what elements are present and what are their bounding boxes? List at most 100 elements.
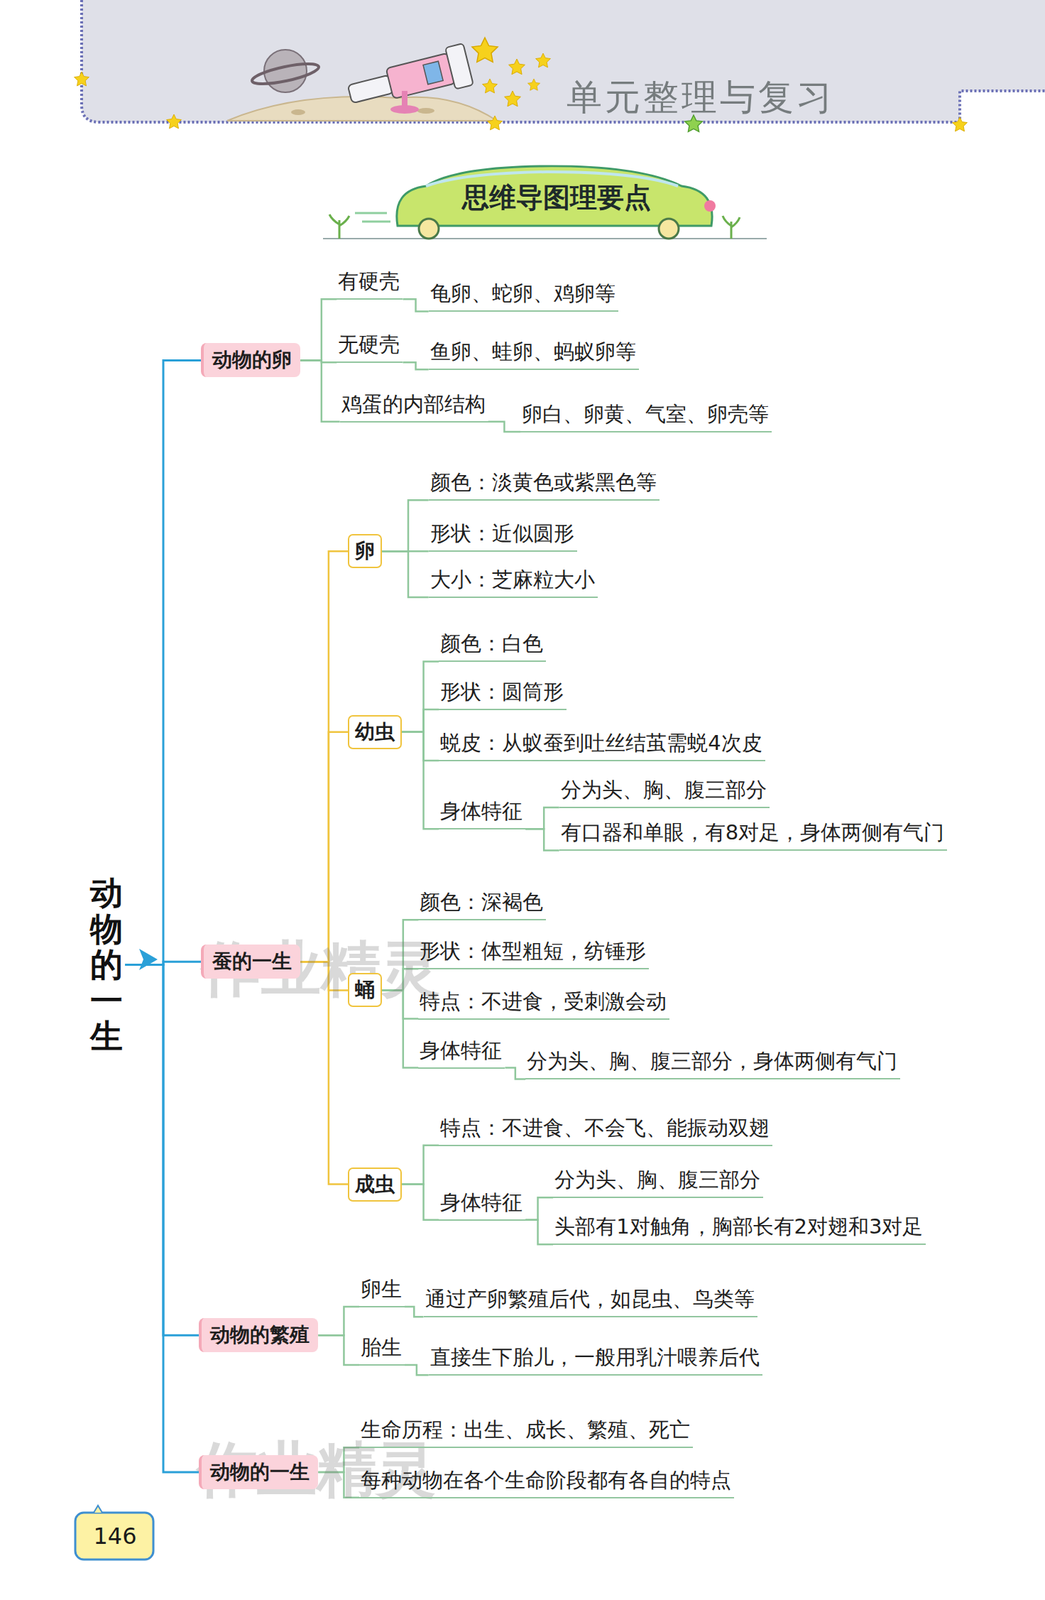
node-text: 身体特征 — [419, 1036, 502, 1065]
branch-box: 动物的繁殖 — [198, 1317, 319, 1352]
leaf-text: 分为头、胸、腹三部分，身体两侧有气门 — [525, 1047, 901, 1080]
node-text: 特点：不进食、不会飞、能振动双翅 — [440, 1113, 770, 1143]
branch-line — [300, 550, 348, 962]
node-text: 通过产卵繁殖后代，如昆虫、鸟类等 — [425, 1284, 755, 1314]
leaf-text: 卵白、卵黄、气室、卵壳等 — [520, 400, 772, 433]
node-text: 颜色：深褐色 — [419, 888, 544, 917]
stage-box: 幼虫 — [347, 714, 402, 749]
page-number: 146 — [92, 1522, 137, 1550]
leaf-text: 卵生 — [359, 1275, 405, 1307]
branch-line — [125, 964, 200, 1471]
leaf-text: 胎生 — [359, 1333, 405, 1366]
node-text: 动物的一生 — [90, 874, 123, 1055]
node-text: 动物的一生 — [210, 1458, 310, 1486]
leaf-text: 有口器和单眼，有8对足，身体两侧有气门 — [559, 818, 948, 851]
branch-line — [404, 1364, 429, 1375]
leaf-text: 头部有1对触角，胸部长有2对翅和3对足 — [553, 1212, 926, 1245]
branch-line — [402, 298, 429, 311]
branch-line — [404, 1306, 424, 1317]
branch-line — [402, 362, 429, 370]
leaf-text: 身体特征 — [438, 797, 526, 830]
leaf-text: 分为头、胸、腹三部分 — [553, 1165, 764, 1198]
branch-line — [401, 1184, 439, 1220]
branch-line — [318, 1306, 360, 1335]
planet — [250, 49, 321, 93]
node-text: 颜色：白色 — [440, 629, 544, 659]
stage-box: 蛹 — [347, 972, 382, 1007]
branch-box: 蚕的一生 — [200, 944, 301, 979]
branch-line — [525, 1196, 554, 1220]
node-text: 幼虫 — [354, 718, 395, 746]
leaf-text: 大小：芝麻粒大小 — [428, 565, 598, 598]
branch-line — [300, 298, 337, 360]
node-text: 大小：芝麻粒大小 — [430, 565, 595, 595]
node-text: 身体特征 — [440, 1188, 523, 1217]
leaf-text: 无硬壳 — [336, 330, 403, 363]
node-text: 卵生 — [360, 1275, 402, 1304]
branch-line — [488, 421, 521, 432]
title-car — [323, 166, 767, 239]
node-text: 胎生 — [360, 1333, 402, 1362]
leaf-text: 生命历程：出生、成长、繁殖、死亡 — [359, 1415, 693, 1448]
branch-line — [401, 731, 439, 830]
node-text: 头部有1对触角，胸部长有2对翅和3对足 — [554, 1212, 923, 1241]
leaf-text: 鱼卵、蛙卵、蚂蚁卵等 — [428, 337, 639, 370]
node-text: 有硬壳 — [337, 267, 400, 297]
leaf-text: 每种动物在各个生命阶段都有各自的特点 — [359, 1465, 735, 1498]
node-text: 龟卵、蛇卵、鸡卵等 — [430, 279, 616, 309]
leaf-text: 颜色：深褐色 — [418, 888, 546, 921]
stars — [74, 37, 968, 132]
branch-line — [401, 1145, 439, 1185]
node-text: 特点：不进食，受刺激会动 — [419, 987, 667, 1016]
leaf-text: 形状：圆筒形 — [438, 677, 567, 710]
node-text: 分为头、胸、腹三部分 — [554, 1165, 761, 1195]
leaf-text: 特点：不进食、不会飞、能振动双翅 — [438, 1113, 773, 1146]
branch-line — [300, 731, 348, 962]
node-text: 分为头、胸、腹三部分，身体两侧有气门 — [526, 1047, 898, 1076]
branch-line — [381, 550, 429, 598]
leaf-text: 形状：体型粗短，纺锤形 — [418, 937, 649, 970]
node-text: 颜色：淡黄色或紫黑色等 — [430, 468, 657, 497]
node-text: 无硬壳 — [337, 330, 400, 360]
leaf-text: 龟卵、蛇卵、鸡卵等 — [428, 279, 619, 312]
node-text: 生命历程：出生、成长、繁殖、死亡 — [360, 1415, 691, 1444]
node-text: 鸡蛋的内部结构 — [341, 390, 486, 419]
branch-line — [525, 828, 560, 850]
leaf-text: 形状：近似圆形 — [428, 519, 578, 552]
leaf-text: 蜕皮：从蚁蚕到吐丝结茧需蜕4次皮 — [438, 729, 765, 762]
node-text: 成虫 — [354, 1170, 395, 1198]
node-text: 动物的繁殖 — [210, 1321, 310, 1349]
node-text: 卵白、卵黄、气室、卵壳等 — [521, 400, 769, 429]
branch-line — [125, 359, 202, 965]
root-topic: 动物的一生 — [90, 874, 123, 1055]
telescope — [344, 43, 473, 115]
node-text: 卵 — [354, 537, 375, 565]
node-text: 蛹 — [354, 976, 375, 1004]
leaf-text: 身体特征 — [418, 1036, 505, 1069]
leaf-text: 特点：不进食，受刺激会动 — [418, 987, 670, 1020]
leaf-text: 通过产卵繁殖后代，如昆虫、鸟类等 — [423, 1284, 758, 1317]
branch-box: 动物的卵 — [200, 342, 301, 377]
leaf-text: 鸡蛋的内部结构 — [340, 390, 489, 423]
node-text: 形状：近似圆形 — [430, 519, 575, 549]
node-text: 每种动物在各个生命阶段都有各自的特点 — [360, 1465, 732, 1495]
branch-line — [525, 807, 560, 829]
node-text: 蚕的一生 — [212, 947, 292, 975]
pointer-arrow — [139, 948, 158, 970]
section-title: 思维导图理要点 — [462, 179, 651, 216]
branch-box: 动物的一生 — [198, 1454, 319, 1489]
node-text: 有口器和单眼，有8对足，身体两侧有气门 — [560, 818, 945, 847]
leaf-text: 直接生下胎儿，一般用乳汁喂养后代 — [428, 1343, 763, 1376]
header-band — [0, 0, 1045, 123]
branch-line — [504, 1067, 526, 1080]
header-border — [81, 0, 1045, 123]
stage-box: 成虫 — [347, 1167, 402, 1202]
leaf-text: 颜色：淡黄色或紫黑色等 — [428, 468, 660, 501]
node-text: 形状：体型粗短，纺锤形 — [419, 937, 647, 966]
node-text: 鱼卵、蛙卵、蚂蚁卵等 — [430, 337, 637, 367]
node-text: 形状：圆筒形 — [440, 677, 564, 707]
unit-title: 单元整理与复习 — [566, 73, 835, 122]
node-text: 分为头、胸、腹三部分 — [560, 775, 767, 805]
branch-line — [401, 731, 439, 761]
